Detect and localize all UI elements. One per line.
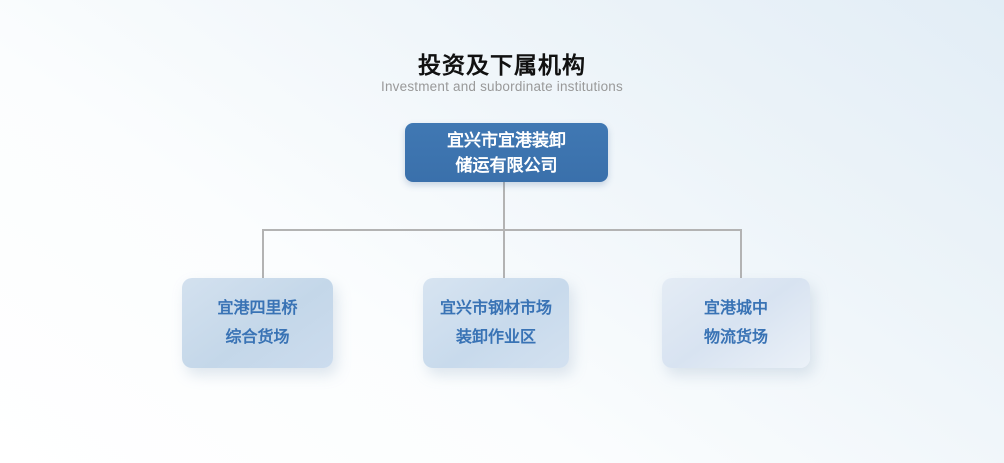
org-node-child-1-label-line2: 综合货场 [225, 329, 290, 346]
org-node-child-1: 宜港四里桥 综合货场 [182, 278, 333, 368]
org-node-child-1-label-line1: 宜港四里桥 [217, 300, 298, 317]
org-node-child-2-label-line2: 装卸作业区 [455, 329, 536, 346]
connector-drop-left [262, 229, 264, 278]
org-node-root: 宜兴市宜港装卸 储运有限公司 [405, 123, 608, 182]
org-node-root-label-line1: 宜兴市宜港装卸 [447, 130, 566, 150]
connector-drop-right [740, 229, 742, 278]
connector-root-stem [503, 182, 505, 229]
org-node-child-3-label-line2: 物流货场 [703, 329, 768, 346]
connector-drop-middle [503, 229, 505, 278]
org-node-child-2-label-line1: 宜兴市钢材市场 [439, 300, 552, 317]
org-node-child-3: 宜港城中 物流货场 [662, 278, 810, 368]
page-title: 投资及下属机构 [418, 52, 586, 78]
org-node-child-2: 宜兴市钢材市场 装卸作业区 [423, 278, 569, 368]
org-node-root-label-line2: 储运有限公司 [455, 155, 558, 175]
connector-horizontal-bar [262, 229, 742, 231]
page-subtitle: Investment and subordinate institutions [381, 79, 623, 94]
org-node-child-3-label-line1: 宜港城中 [703, 300, 768, 317]
